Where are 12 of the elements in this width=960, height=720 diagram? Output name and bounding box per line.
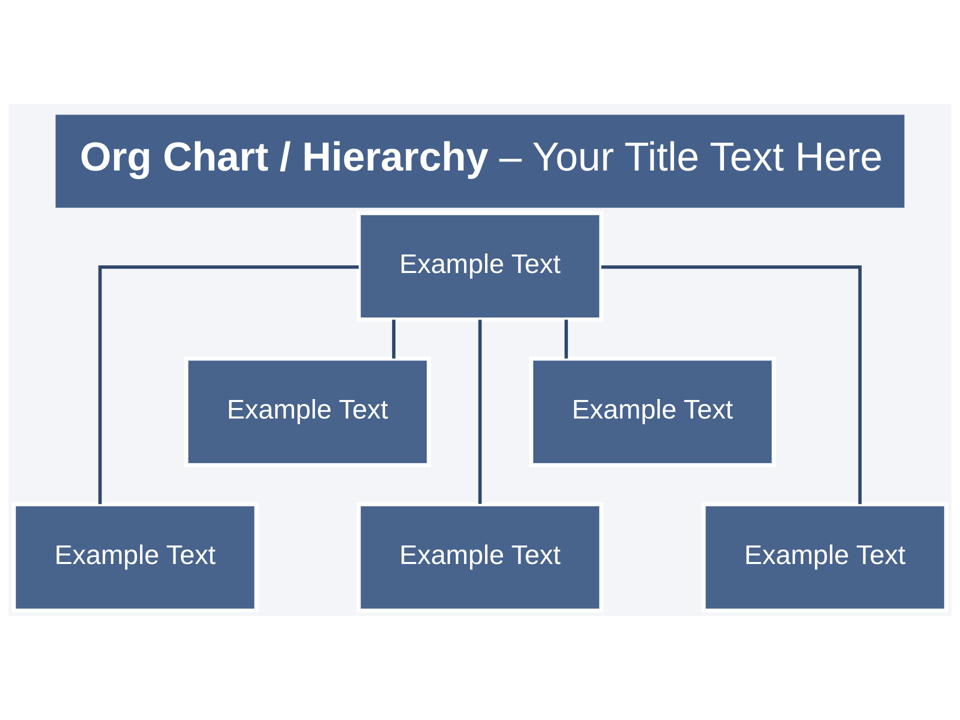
connector [478, 320, 482, 504]
node-box: Example Text [529, 356, 776, 468]
node-box: Example Text [702, 502, 948, 613]
node-box: Example Text [184, 356, 431, 468]
connector [564, 320, 568, 359]
node-box: Example Text [356, 211, 604, 322]
connector [601, 265, 862, 504]
connector [98, 265, 359, 504]
node-box: Example Text [12, 502, 258, 613]
diagram-title: Org Chart / Hierarchy – Your Title Text Here [80, 134, 883, 180]
connector [392, 320, 396, 359]
node-box: Example Text [356, 502, 604, 613]
